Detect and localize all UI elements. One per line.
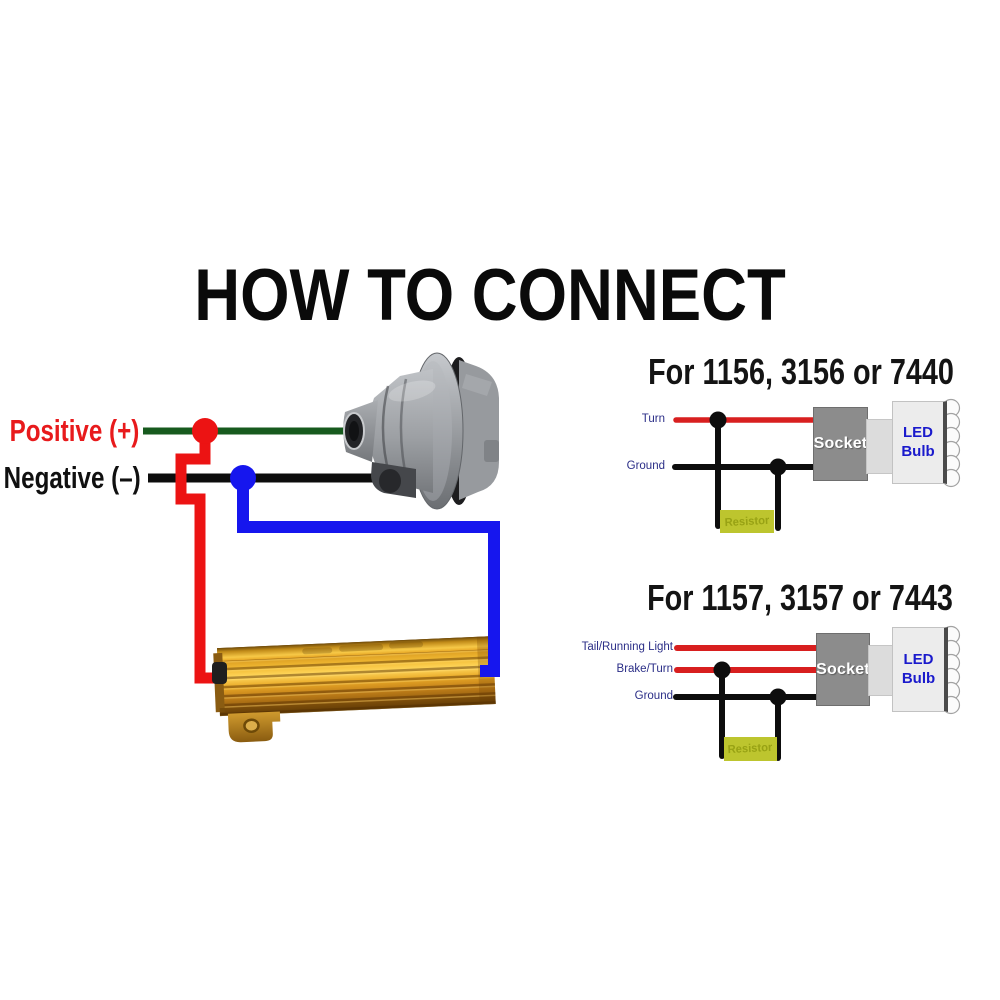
resistor-left-terminal [212, 662, 227, 684]
negative-tap-dot [230, 465, 256, 491]
led-emitters-single [941, 398, 961, 488]
bulb-socket-photo [343, 352, 499, 510]
resistor-marking [302, 641, 424, 655]
junction-dot [709, 411, 727, 429]
resistor-blue-lead [237, 478, 500, 677]
single-filament-wires [672, 411, 817, 531]
junction-dot [713, 661, 731, 679]
dual-filament-wires [673, 645, 821, 761]
load-resistor-photo [213, 636, 496, 743]
mounting-hole [243, 718, 260, 733]
positive-tap-dot [192, 418, 218, 444]
led-emitters-dual [941, 625, 961, 715]
junction-dot [769, 458, 787, 476]
resistor-red-lead [175, 431, 223, 684]
junction-dot [769, 688, 787, 706]
